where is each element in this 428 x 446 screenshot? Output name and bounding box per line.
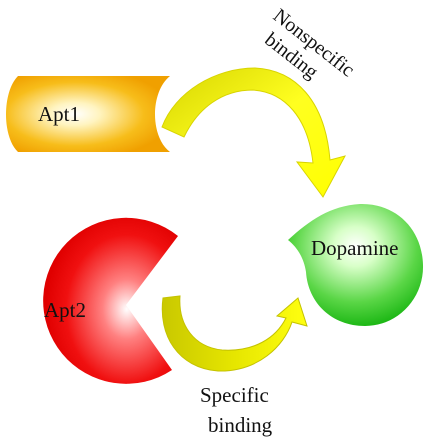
- apt1-shape: [6, 76, 170, 152]
- apt2-shape: [43, 217, 179, 384]
- dopamine-shape: [288, 203, 424, 326]
- specific-label: Specific binding: [200, 383, 274, 437]
- dopamine-label: Dopamine: [311, 236, 398, 260]
- specific-binding-arrow: [161, 295, 308, 372]
- apt2-label: Apt2: [44, 298, 86, 322]
- nonspecific-binding-arrow: [161, 67, 346, 198]
- specific-label-line2: binding: [208, 413, 273, 437]
- specific-label-line1: Specific: [200, 383, 269, 407]
- apt1-label: Apt1: [38, 102, 80, 126]
